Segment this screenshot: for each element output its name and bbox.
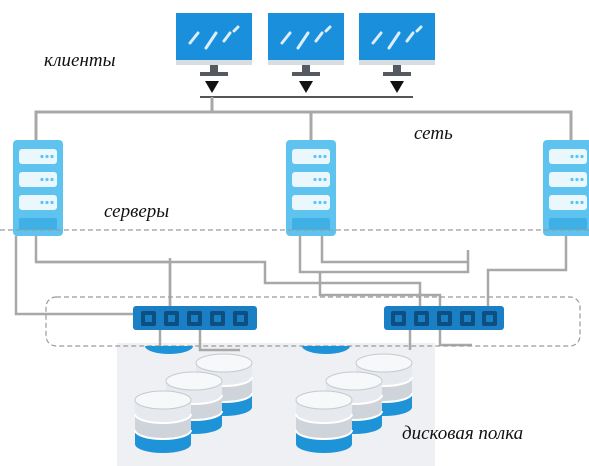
triangle-down-icon <box>390 81 404 93</box>
client-monitor-icon <box>174 11 254 78</box>
triangle-down-icon <box>205 81 219 93</box>
servers-label: серверы <box>104 201 170 222</box>
database-disk-icon <box>295 390 353 454</box>
server-rack-icon <box>13 140 63 236</box>
clients-label: клиенты <box>44 50 116 71</box>
network-lines <box>34 97 573 142</box>
server-rack-icon <box>286 140 336 236</box>
network-switch-icon <box>133 306 257 330</box>
disk-shelf-label: дисковая полка <box>402 423 524 444</box>
network-label: сеть <box>414 123 453 144</box>
client-monitor-icon <box>266 11 346 78</box>
switch-tier-boundary <box>45 296 581 347</box>
triangle-down-icon <box>299 81 313 93</box>
network-switch-icon <box>384 306 504 330</box>
server-rack-icon <box>543 140 589 236</box>
database-disk-icon <box>134 390 192 454</box>
client-monitor-icon <box>357 11 437 78</box>
fabric-cables <box>14 236 568 352</box>
database-disk-icon <box>302 346 350 354</box>
database-disk-icon <box>145 346 193 354</box>
